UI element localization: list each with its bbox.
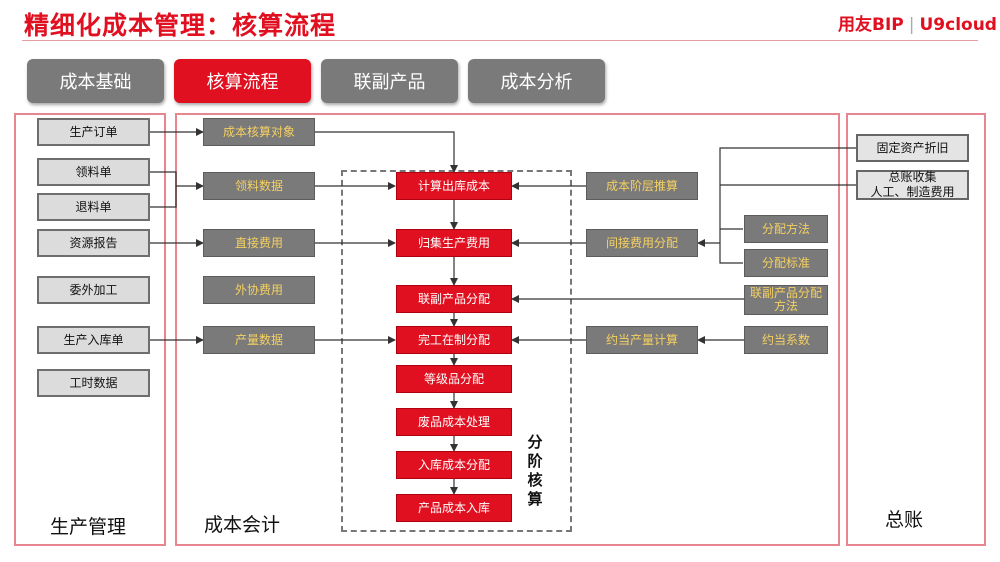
- tab-joint-products[interactable]: 联副产品: [321, 59, 458, 103]
- ledger-collection: 总账收集 人工、制造费用: [856, 170, 969, 200]
- step-scrap-cost: 废品成本处理: [396, 408, 512, 436]
- stage-accounting-label: 分阶核算: [527, 433, 543, 508]
- alloc-method: 分配方法: [744, 215, 828, 243]
- input-output-data: 产量数据: [203, 326, 315, 354]
- alloc-equivalent-output: 约当产量计算: [586, 326, 698, 354]
- logo-brand: 用友BIP: [838, 15, 904, 35]
- ledger-depreciation: 固定资产折旧: [856, 134, 969, 162]
- production-management-panel: [14, 113, 166, 546]
- alloc-stage-carryforward: 成本阶层推算: [586, 172, 698, 200]
- logo-separator: |: [908, 15, 915, 35]
- cost-accounting-label: 成本会计: [204, 514, 281, 536]
- doc-resource-report: 资源报告: [37, 229, 150, 257]
- ledger-collection-detail: 人工、制造费用: [870, 185, 955, 199]
- step-receipt-cost-allocation: 入库成本分配: [396, 451, 512, 479]
- ledger-collection-title: 总账收集: [888, 170, 937, 184]
- step-wip-allocation: 完工在制分配: [396, 326, 512, 354]
- cost-accounting-panel: [175, 113, 840, 546]
- general-ledger-panel: [846, 113, 986, 546]
- general-ledger-label: 总账: [885, 509, 924, 531]
- doc-material-return: 退料单: [37, 193, 150, 221]
- tab-cost-analysis[interactable]: 成本分析: [468, 59, 605, 103]
- alloc-equivalent-coefficient: 约当系数: [744, 326, 828, 354]
- doc-outsourcing: 委外加工: [37, 276, 150, 304]
- doc-production-receipt: 生产入库单: [37, 326, 150, 354]
- title-divider: [22, 40, 978, 41]
- step-collect-production-cost: 归集生产费用: [396, 229, 512, 257]
- alloc-standard: 分配标准: [744, 249, 828, 277]
- tab-accounting-flow[interactable]: 核算流程: [174, 59, 311, 103]
- logo-product: U9cloud: [919, 15, 997, 35]
- alloc-indirect-expense: 间接费用分配: [586, 229, 698, 257]
- step-outbound-cost: 计算出库成本: [396, 172, 512, 200]
- brand-logo: 用友BIP|U9cloud: [838, 10, 997, 35]
- doc-production-order: 生产订单: [37, 118, 150, 146]
- input-outsourcing-expense: 外协费用: [203, 276, 315, 304]
- step-product-cost-receipt: 产品成本入库: [396, 494, 512, 522]
- page-title: 精细化成本管理：核算流程: [24, 11, 337, 40]
- step-joint-product-allocation: 联副产品分配: [396, 285, 512, 313]
- input-direct-expense: 直接费用: [203, 229, 315, 257]
- step-grade-allocation: 等级品分配: [396, 365, 512, 393]
- alloc-joint-method: 联副产品分配方法: [744, 285, 828, 315]
- tab-cost-basics[interactable]: 成本基础: [27, 59, 164, 103]
- production-management-label: 生产管理: [50, 516, 127, 538]
- input-requisition-data: 领料数据: [203, 172, 315, 200]
- doc-material-requisition: 领料单: [37, 158, 150, 186]
- doc-labor-hours: 工时数据: [37, 369, 150, 397]
- input-cost-object: 成本核算对象: [203, 118, 315, 146]
